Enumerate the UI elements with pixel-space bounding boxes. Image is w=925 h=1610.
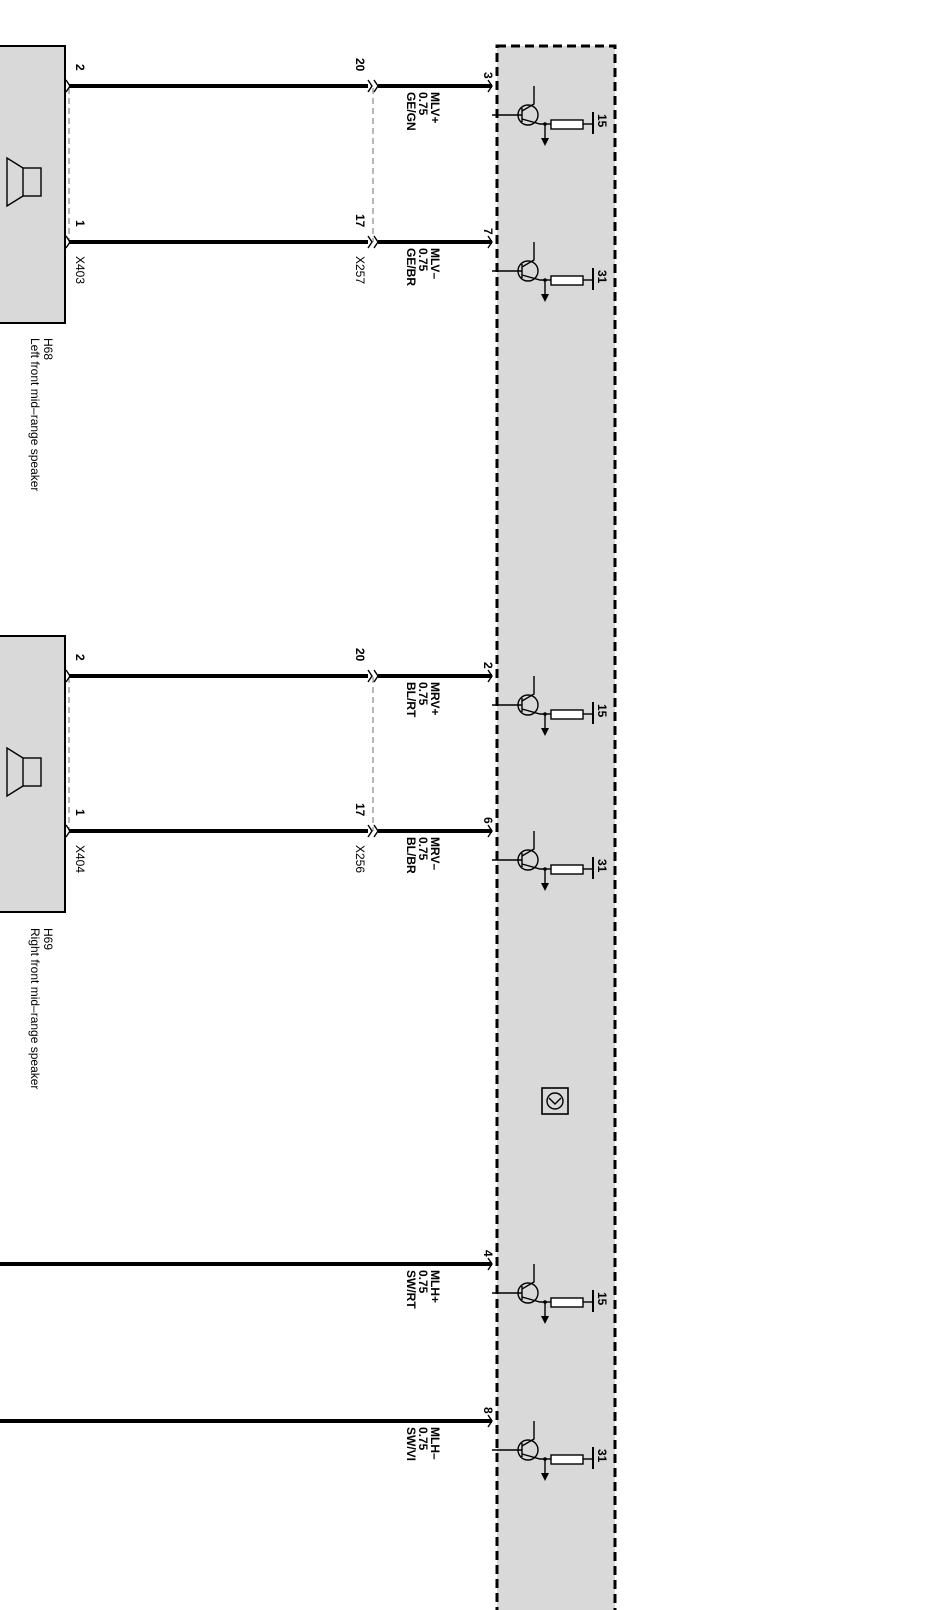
resistor-icon — [550, 1454, 584, 1465]
output-stages: 15 31 15 31 15 31 — [492, 86, 609, 1481]
supply-terminal-label: 15 — [595, 704, 609, 718]
wire-color-label: GE/BR — [404, 248, 418, 286]
resistor-icon — [550, 864, 584, 875]
coupling-pin-label: 17 — [353, 214, 367, 228]
speaker-pin-label: 1 — [73, 809, 87, 816]
coupling-connector-label: X256 — [353, 845, 367, 873]
speaker-h68 — [0, 45, 66, 324]
wire-signal-label: MLH+ — [428, 1270, 442, 1303]
unit-pin-label: 4 — [481, 1250, 495, 1257]
coupling-connector-label: X257 — [353, 256, 367, 284]
unit-pin-label: 8 — [481, 1407, 495, 1414]
supply-terminal-label: 31 — [595, 270, 609, 284]
speaker-connector-label: X403 — [73, 256, 87, 284]
transistor-stage: 31 — [492, 831, 609, 891]
wire-color-label: BL/RT — [404, 682, 418, 718]
wire-signal-label: MLV+ — [428, 92, 442, 123]
unit-pin-label: 7 — [481, 228, 495, 235]
unit-pin-label: 2 — [481, 662, 495, 669]
supply-terminal-label: 15 — [595, 1292, 609, 1306]
wire-signal-label: MRV– — [428, 837, 442, 870]
transistor-stage: 15 — [492, 676, 609, 736]
speaker-h69-housing — [0, 635, 66, 913]
wire-size-label: 0.75 — [416, 248, 430, 272]
amplifier-symbol-icon — [541, 1087, 569, 1115]
speaker-h68-housing — [0, 45, 66, 324]
speaker-name-label: Left front mid–range speaker — [28, 338, 42, 491]
coupling-pin-label: 17 — [353, 803, 367, 817]
transistor-stage: 15 — [492, 86, 609, 146]
transistor-stage: 15 — [492, 1264, 609, 1324]
speaker-id-label: H68 — [41, 338, 55, 360]
supply-terminal-label: 31 — [595, 1449, 609, 1463]
transistor-stage: 31 — [492, 242, 609, 302]
unit-pin-label: 3 — [481, 72, 495, 79]
wire-size-label: 0.75 — [416, 1427, 430, 1451]
speaker-pin-label: 2 — [73, 654, 87, 661]
supply-terminal-label: 15 — [595, 114, 609, 128]
wire-size-label: 0.75 — [416, 1270, 430, 1294]
wire-color-label: BL/BR — [404, 837, 418, 874]
supply-terminal-label: 31 — [595, 859, 609, 873]
wires — [0, 79, 493, 1428]
resistor-icon — [550, 709, 584, 720]
resistor-icon — [550, 1297, 584, 1308]
wire-color-label: SW/RT — [404, 1270, 418, 1309]
wire-signal-label: MRV+ — [428, 682, 442, 715]
resistor-icon — [550, 119, 584, 130]
speaker-id-label: H69 — [41, 928, 55, 950]
wire-signal-label: MLH– — [428, 1427, 442, 1460]
wire-size-label: 0.75 — [416, 92, 430, 116]
wire-color-label: SW/VI — [404, 1427, 418, 1461]
wire-color-label: GE/GN — [404, 92, 418, 131]
speaker-icon — [6, 156, 42, 208]
coupling-pin-label: 20 — [353, 58, 367, 72]
unit-pin-label: 6 — [481, 817, 495, 824]
speaker-pin-label: 2 — [73, 64, 87, 71]
speaker-name-label: Right front mid–range speaker — [28, 928, 42, 1089]
speaker-icon — [6, 746, 42, 798]
amplifier-unit — [495, 44, 617, 1610]
coupling-pin-label: 20 — [353, 648, 367, 662]
wire-signal-label: MLV– — [428, 248, 442, 279]
speaker-pin-label: 1 — [73, 220, 87, 227]
speaker-h69 — [0, 635, 66, 913]
wire-size-label: 0.75 — [416, 837, 430, 861]
wire-size-label: 0.75 — [416, 682, 430, 706]
speaker-connector-label: X404 — [73, 845, 87, 873]
resistor-icon — [550, 275, 584, 286]
transistor-stage: 31 — [492, 1421, 609, 1481]
